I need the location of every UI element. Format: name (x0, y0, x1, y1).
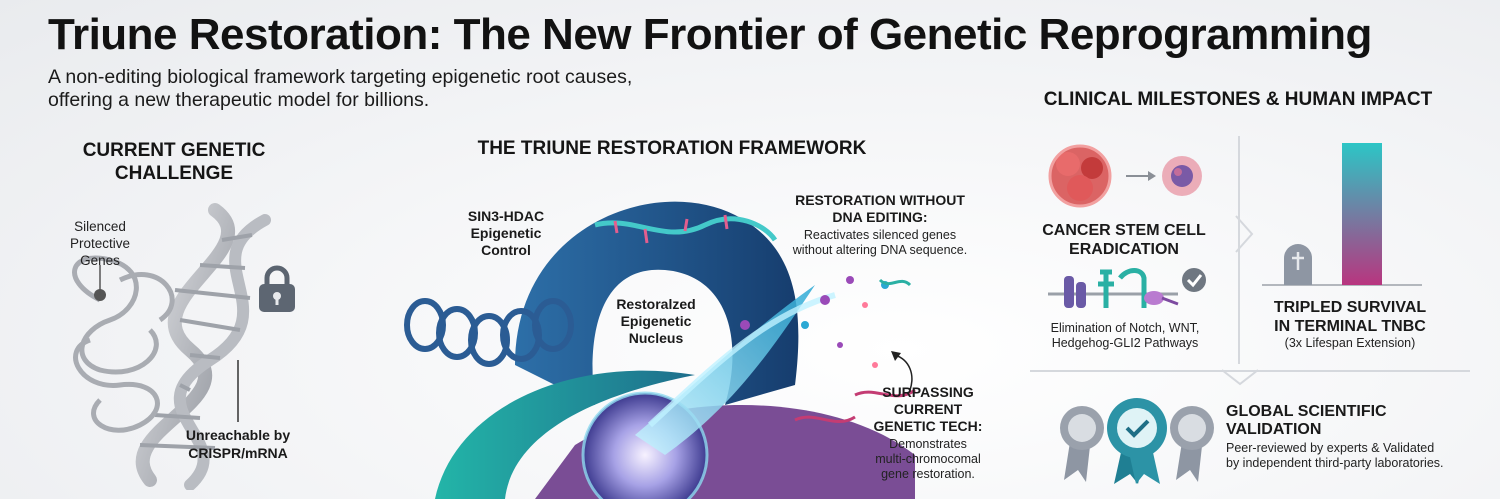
padlock-icon (259, 265, 295, 312)
right-heading: CLINICAL MILESTONES & HUMAN IMPACT (1043, 89, 1433, 110)
silenced-line-2: Protective (69, 236, 131, 251)
nucleus-line-2: Epigenetic (620, 313, 692, 329)
cancer-desc-line-1: Elimination of Notch, WNT, (1050, 321, 1200, 335)
sin3-line-2: Epigenetic (470, 225, 542, 241)
unreachable-line-2: CRISPR/mRNA (188, 445, 288, 461)
award-left (1060, 406, 1104, 482)
surpassing-desc-line-1: Demonstrates (889, 437, 967, 451)
teal-band (435, 370, 695, 499)
divider-down-chevron-icon (1221, 369, 1259, 386)
survival-visual (1262, 143, 1422, 286)
surpassing-desc-line-3: gene restoration. (881, 467, 975, 481)
validation-desc-line-1: Peer-reviewed by experts & Validated (1226, 441, 1435, 455)
surpassing-title-line-1: SURPASSING (882, 384, 974, 400)
silenced-line-3: Genes (80, 253, 120, 268)
page-title: Triune Restoration: The New Frontier of … (48, 10, 1372, 59)
survival-title-line-2: IN TERMINAL TNBC (1274, 318, 1426, 335)
surpassing-desc-line-2: multi-chromocomal (875, 452, 981, 466)
molecule-particles (740, 276, 889, 368)
pathway-receptors-icon (1048, 268, 1206, 308)
unreachable-label: Unreachable by CRISPR/mRNA (176, 426, 300, 462)
dna-strand-icon (72, 203, 271, 490)
epigenetic-arch (515, 201, 799, 405)
nucleus-line-3: Nucleus (628, 330, 684, 346)
subtitle-line-1: A non-editing biological framework targe… (48, 66, 633, 88)
restoration-title-line-1: RESTORATION WITHOUT (795, 192, 965, 208)
restoration-desc-line-1: Reactivates silenced genes (803, 228, 957, 242)
surpassing-title-line-3: GENETIC TECH: (873, 418, 983, 434)
center-heading: THE TRIUNE RESTORATION FRAMEWORK (477, 138, 867, 159)
survival-title-line-1: TRIPLED SURVIVAL (1273, 299, 1427, 316)
left-heading: CURRENT GENETIC CHALLENGE (40, 139, 308, 185)
shrunk-cell-icon (1162, 156, 1202, 196)
arrow-right-icon (1126, 171, 1156, 181)
cancer-title-line-1: CANCER STEM CELL (1042, 222, 1206, 239)
horizontal-divider (1030, 370, 1470, 372)
surpassing-title-line-2: CURRENT (893, 401, 963, 417)
nucleus-label: Restoralzed Epigenetic Nucleus (606, 296, 706, 347)
restoration-callout: RESTORATION WITHOUT DNA EDITING: Reactiv… (770, 192, 990, 258)
validation-title-line-2: VALIDATION (1226, 421, 1322, 438)
validation-desc-line-2: by independent third-party laboratories. (1226, 456, 1444, 470)
unreachable-line-1: Unreachable by (185, 427, 291, 443)
nucleus-line-1: Restoralzed (616, 296, 696, 312)
sin3-label: SIN3-HDAC Epigenetic Control (454, 208, 558, 259)
chromatin-coil (404, 298, 574, 367)
restoration-desc-line-2: without altering DNA sequence. (792, 243, 968, 257)
subtitle-line-2: offering a new therapeutic model for bil… (48, 89, 430, 111)
tombstone-icon (1284, 244, 1312, 285)
surpassing-callout: SURPASSING CURRENT GENETIC TECH: Demonst… (868, 384, 988, 482)
cancer-desc: Elimination of Notch, WNT, Hedgehog-GLI2… (1030, 321, 1220, 351)
cancer-cell-icon (1048, 144, 1112, 208)
divider-chevron-icon (1235, 215, 1254, 253)
triune-framework-illustration (404, 201, 916, 499)
restoration-title-line-2: DNA EDITING: (832, 209, 928, 225)
cancer-stem-cell-visual (1048, 144, 1202, 208)
left-heading-line-2: CHALLENGE (114, 163, 234, 184)
award-right (1170, 406, 1214, 482)
survival-title: TRIPLED SURVIVAL IN TERMINAL TNBC (1246, 298, 1454, 336)
cancer-desc-line-2: Hedgehog-GLI2 Pathways (1051, 336, 1199, 350)
dna-ribbon (594, 216, 778, 242)
silenced-genes-label: Silenced Protective Genes (58, 218, 142, 269)
survival-bar-icon (1342, 143, 1382, 285)
award-ribbon-icon (1060, 398, 1214, 484)
silenced-line-1: Silenced (74, 219, 126, 234)
page-subtitle: A non-editing biological framework targe… (48, 66, 632, 112)
validation-block: GLOBAL SCIENTIFIC VALIDATION Peer-review… (1226, 403, 1476, 471)
cancer-title-line-2: ERADICATION (1069, 241, 1179, 258)
check-circle-icon (1182, 268, 1206, 292)
sin3-line-3: Control (481, 242, 531, 258)
left-heading-line-1: CURRENT GENETIC (82, 140, 266, 161)
cancer-title: CANCER STEM CELL ERADICATION (1034, 221, 1214, 259)
validation-title-line-1: GLOBAL SCIENTIFIC (1226, 403, 1387, 420)
award-center (1107, 398, 1167, 484)
sin3-line-1: SIN3-HDAC (467, 208, 545, 224)
survival-desc: (3x Lifespan Extension) (1284, 336, 1416, 350)
